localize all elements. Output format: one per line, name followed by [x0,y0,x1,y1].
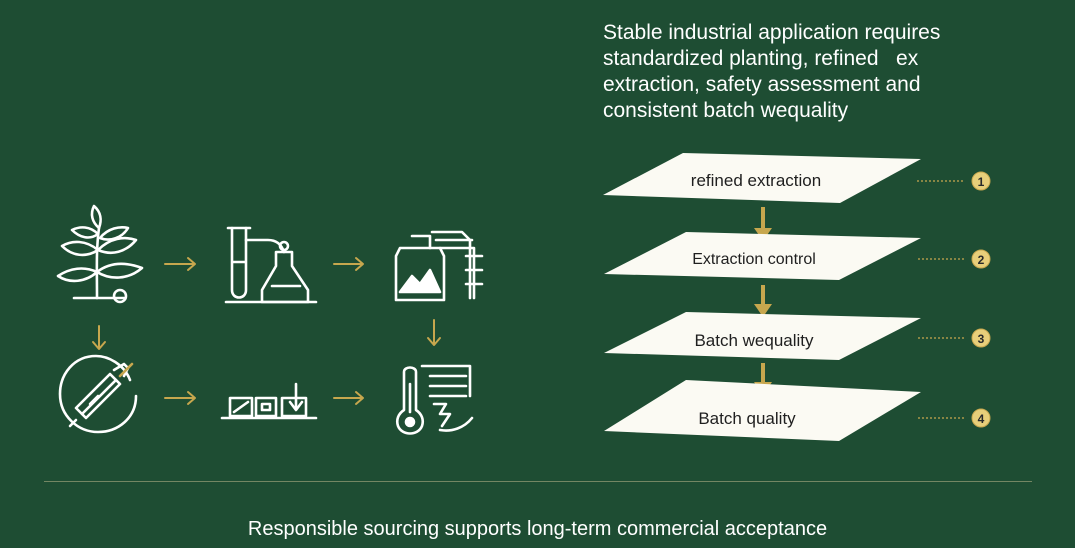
lab-flask-icon [224,226,318,304]
arrow-right-3 [164,391,196,405]
layer-2-label: Extraction control [692,251,816,268]
heading-line-3: extraction, safety assessment and [603,73,921,96]
layer-3-number: 3 [978,332,985,346]
arrow-right-1 [164,257,196,271]
heading-line-4: consistent batch wequality [603,99,849,122]
arrow-down-1 [92,325,106,350]
layer-2: Extraction control 2 [604,232,991,280]
arrow-right-4 [333,391,364,405]
layer-4-label: Batch quality [698,409,796,428]
stack-arrow-2 [754,285,772,317]
heading-line-2: standardized planting, refined ex [603,47,919,70]
syringe-test-icon [58,354,138,434]
layer-1: refined extraction 1 [603,153,991,203]
arrow-down-2 [427,319,441,346]
divider [44,481,1032,482]
layer-3: Batch wequality 3 [604,312,991,360]
layer-4: Batch quality 4 [604,380,991,441]
layer-3-label: Batch wequality [694,331,814,350]
layer-2-number: 2 [978,253,985,267]
plant-icon [56,204,144,304]
heading: Stable industrial application requires s… [603,20,1043,124]
layer-1-number: 1 [978,175,985,189]
layer-1-label: refined extraction [691,171,821,190]
arrow-right-2 [333,257,364,271]
thermometer-report-icon [395,364,474,435]
batch-boxes-icon [220,382,318,420]
process-flow [56,204,484,435]
footer-caption: Responsible sourcing supports long-term … [247,518,828,540]
heading-line-1: Stable industrial application requires [603,21,941,44]
packaging-icon [394,230,484,302]
layer-4-number: 4 [978,412,985,426]
